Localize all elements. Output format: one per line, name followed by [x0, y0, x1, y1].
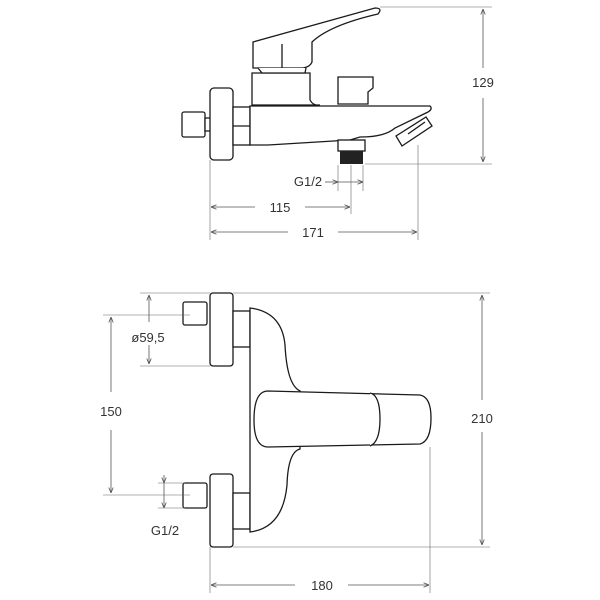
dim-label-180: 180: [311, 578, 333, 593]
front-nut-top: [232, 310, 251, 348]
dim-label-inlet-thread: G1/2: [151, 523, 179, 538]
side-inlet-connector: [181, 111, 206, 138]
dim-label-outlet-thread: G1/2: [294, 174, 322, 189]
dim-label-210: 210: [471, 411, 493, 426]
front-nut-bottom: [232, 492, 251, 530]
dim-label-171: 171: [302, 225, 324, 240]
lever-base: [257, 67, 307, 74]
side-outlet-thread: [340, 151, 363, 164]
front-lever-handle: [253, 390, 432, 448]
front-flange-top: [209, 292, 234, 367]
dim-label-115: 115: [270, 200, 291, 215]
front-inlet-connector-bottom: [182, 482, 208, 509]
side-cartridge-body: [251, 72, 321, 106]
handle-divider: [369, 392, 381, 447]
side-outlet: [337, 139, 366, 152]
front-flange-bottom: [209, 473, 234, 548]
side-aerator: [395, 116, 433, 147]
front-inlet-connector-top: [182, 301, 208, 326]
front-view: 210 180 150 ø59,5 G1/2: [100, 292, 493, 593]
side-diverter-knob: [337, 76, 374, 105]
side-view: 129 G1/2 115 171: [181, 6, 494, 240]
dim-label-150: 150: [100, 404, 122, 419]
aerator-line: [407, 121, 426, 135]
side-wall-flange: [209, 87, 234, 161]
side-lever-handle: [252, 7, 381, 69]
dim-label-129: 129: [472, 75, 494, 90]
dim-label-flange-diameter: ø59,5: [131, 330, 164, 345]
side-spout-body: [249, 105, 432, 146]
